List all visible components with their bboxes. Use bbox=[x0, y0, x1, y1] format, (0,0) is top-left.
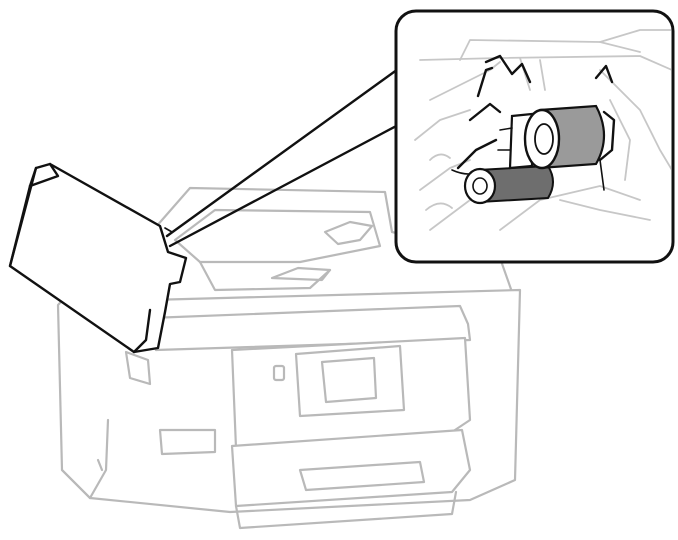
callout-pointer bbox=[165, 62, 407, 248]
pickup-roller bbox=[497, 104, 606, 170]
roller-housing bbox=[451, 54, 616, 191]
magnifier-callout bbox=[394, 9, 675, 264]
adf-cover-open bbox=[8, 162, 188, 354]
pickup-roller-lower bbox=[463, 164, 554, 205]
printer-body bbox=[56, 186, 522, 530]
